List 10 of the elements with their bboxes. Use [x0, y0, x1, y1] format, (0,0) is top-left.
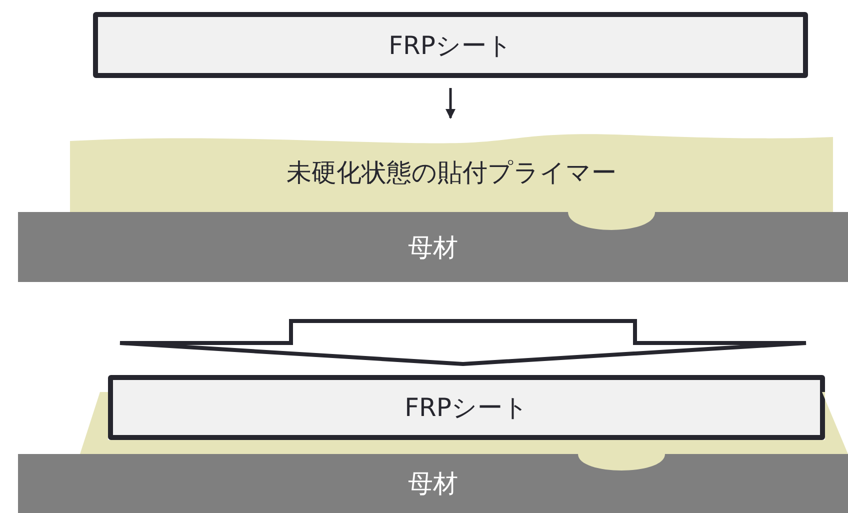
base-material	[18, 454, 848, 513]
layer-label: 母材	[408, 468, 458, 500]
arrow	[446, 88, 456, 119]
layer-label: FRPシート	[388, 30, 512, 62]
layer-label: 未硬化状態の貼付プライマー	[286, 157, 616, 189]
frp-sheet	[108, 375, 825, 440]
layer-label: 母材	[408, 232, 458, 264]
frp-sheet	[93, 12, 808, 78]
layer-label: FRPシート	[404, 392, 528, 424]
base-material	[18, 212, 848, 282]
